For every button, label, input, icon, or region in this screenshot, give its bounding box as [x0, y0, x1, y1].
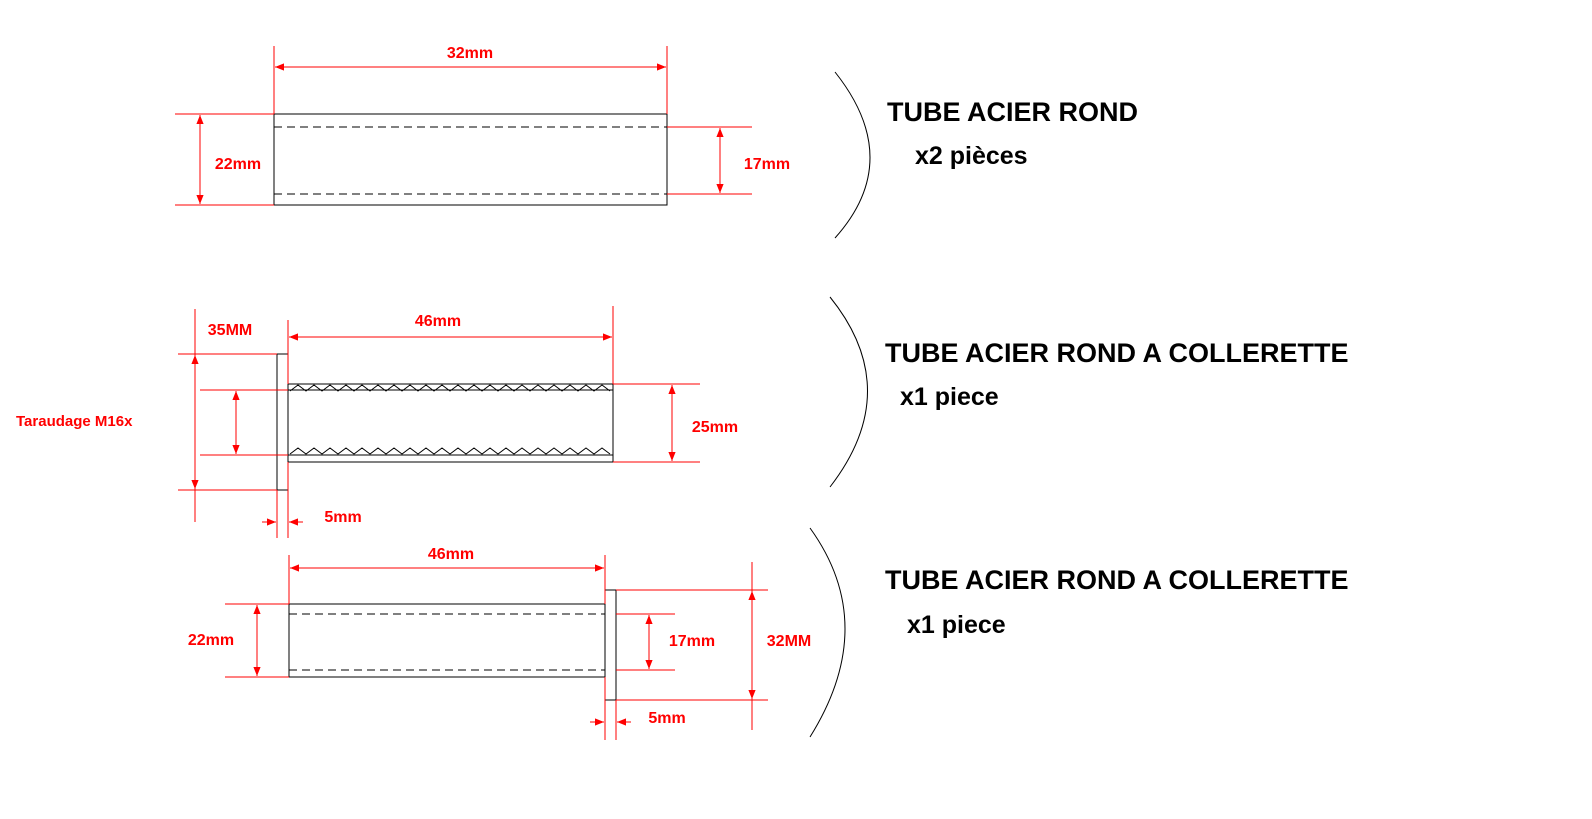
part-2-title: TUBE ACIER ROND A COLLERETTE	[885, 338, 1349, 368]
part-3-drawing: 46mm 22mm 17mm 32MM 5mm	[188, 527, 846, 740]
part-2-brace	[829, 296, 868, 488]
part-1-title: TUBE ACIER ROND	[887, 97, 1138, 127]
part-1-brace	[834, 71, 871, 239]
part-2-inner-label: 25mm	[692, 419, 738, 436]
part-2-thread-bottom	[289, 447, 611, 455]
part-2-collar-label: 35MM	[208, 322, 252, 339]
part-3-brace	[809, 527, 846, 738]
part-3-outer-label: 22mm	[188, 632, 234, 649]
part-1-inner-label: 17mm	[744, 156, 790, 173]
part-2-thread-label: Taraudage M16x	[16, 413, 133, 430]
part-1-outer-label: 22mm	[215, 156, 261, 173]
part-3-collar-width-label: 5mm	[648, 710, 685, 727]
part-2-collar-width-label: 5mm	[324, 509, 361, 526]
part-1-quantity: x2 pièces	[915, 142, 1028, 170]
part-1-length-label: 32mm	[447, 45, 493, 62]
part-3-title: TUBE ACIER ROND A COLLERETTE	[885, 565, 1349, 595]
part-3-quantity: x1 piece	[907, 611, 1006, 639]
part-3-tube-outline	[288, 603, 606, 678]
part-1-tube-outline	[273, 113, 668, 206]
part-1-drawing: 32mm 22mm 17mm	[175, 45, 871, 239]
part-2-quantity: x1 piece	[900, 383, 999, 411]
part-2-drawing: 35MM 46mm Taraudage M16x 25mm 5mm	[16, 296, 868, 538]
part-2-thread-top	[289, 384, 611, 392]
part-2-length-label: 46mm	[415, 313, 461, 330]
part-2-tube-outline	[287, 383, 614, 463]
part-3-length-label: 46mm	[428, 546, 474, 563]
part-3-collar-label: 32MM	[767, 633, 811, 650]
part-2-collar	[276, 353, 289, 491]
part-3-collar	[604, 589, 617, 701]
part-3-inner-label: 17mm	[669, 633, 715, 650]
